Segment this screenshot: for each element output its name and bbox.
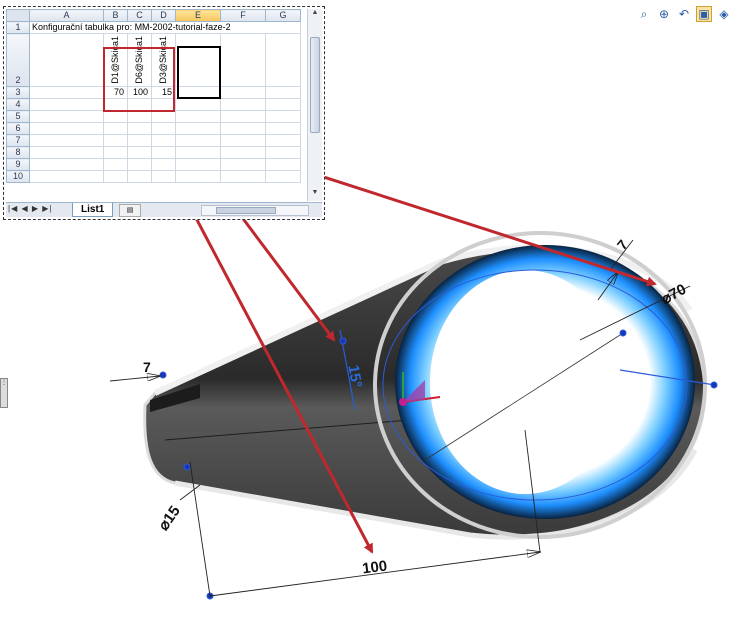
dim-diameter-small[interactable]: ⌀15 — [155, 503, 184, 534]
sheet-nav-buttons[interactable]: |◀ ◀ ▶ ▶| — [8, 204, 53, 213]
row-header[interactable]: 9 — [6, 158, 30, 171]
col-header-c[interactable]: C — [127, 9, 152, 22]
col-header-a[interactable]: A — [29, 9, 104, 22]
insert-sheet-icon[interactable]: ▤ — [119, 204, 141, 217]
row-header[interactable]: 4 — [6, 98, 30, 111]
cell[interactable] — [29, 33, 104, 87]
zoom-to-fit-icon[interactable]: ⌕ — [640, 6, 648, 21]
zoom-area-icon[interactable]: ⊕ — [658, 7, 670, 21]
scroll-up-icon[interactable]: ▲ — [311, 9, 319, 16]
col-header-e[interactable]: E — [175, 9, 221, 22]
cell[interactable] — [265, 33, 301, 87]
horizontal-scrollbar[interactable] — [201, 205, 309, 216]
origin-triad-icon — [399, 372, 441, 406]
view-toolbar: ⌕ ⊕ ↶ ▣ ◈ — [636, 6, 732, 24]
section-view-icon[interactable]: ▣ — [696, 6, 712, 22]
panel-grip-handle[interactable]: ⋮ — [0, 378, 8, 408]
row-header[interactable]: 7 — [6, 134, 30, 147]
col-header-b[interactable]: B — [103, 9, 128, 22]
highlight-box — [103, 47, 175, 112]
row-header[interactable]: 1 — [6, 21, 30, 34]
vertical-scrollbar[interactable]: ▲ ▼ — [307, 9, 322, 201]
dimension-lines — [109, 239, 691, 597]
cell[interactable] — [29, 86, 104, 99]
col-header-f[interactable]: F — [220, 9, 266, 22]
row-header[interactable]: 6 — [6, 122, 30, 135]
row-header[interactable]: 2 — [6, 33, 30, 87]
previous-view-icon[interactable]: ↶ — [678, 7, 690, 21]
dim-angle[interactable]: 15° — [344, 364, 365, 389]
dim-length[interactable]: 100 — [361, 558, 388, 578]
table-title-cell[interactable]: Konfigurační tabulka pro: MM-2002-tutori… — [29, 21, 301, 34]
view-orientation-icon[interactable]: ◈ — [719, 7, 729, 21]
col-header-d[interactable]: D — [151, 9, 176, 22]
param-header-cell[interactable]: D3@Skica1 — [151, 33, 176, 87]
row-header[interactable]: 10 — [6, 170, 30, 183]
dim-thickness-left[interactable]: 7 — [143, 359, 151, 375]
cell[interactable] — [265, 86, 301, 99]
col-header-g[interactable]: G — [265, 9, 301, 22]
active-cell[interactable] — [177, 46, 221, 99]
row-header[interactable]: 8 — [6, 146, 30, 159]
scroll-down-icon[interactable]: ▼ — [311, 189, 319, 196]
horizontal-scroll-thumb[interactable] — [216, 207, 276, 214]
cell[interactable] — [220, 33, 266, 87]
sheet-tab-list1[interactable]: List1 — [72, 203, 114, 217]
sheet-tab-bar: |◀ ◀ ▶ ▶| List1 ▤ — [6, 202, 322, 217]
row-header[interactable]: 3 — [6, 86, 30, 99]
embedded-spreadsheet[interactable]: A B C D E F G 1 Konfigurační tabulka pro… — [3, 6, 325, 220]
select-all-corner[interactable] — [6, 9, 30, 22]
scroll-thumb[interactable] — [310, 37, 320, 133]
row-header[interactable]: 5 — [6, 110, 30, 123]
cell[interactable] — [220, 86, 266, 99]
